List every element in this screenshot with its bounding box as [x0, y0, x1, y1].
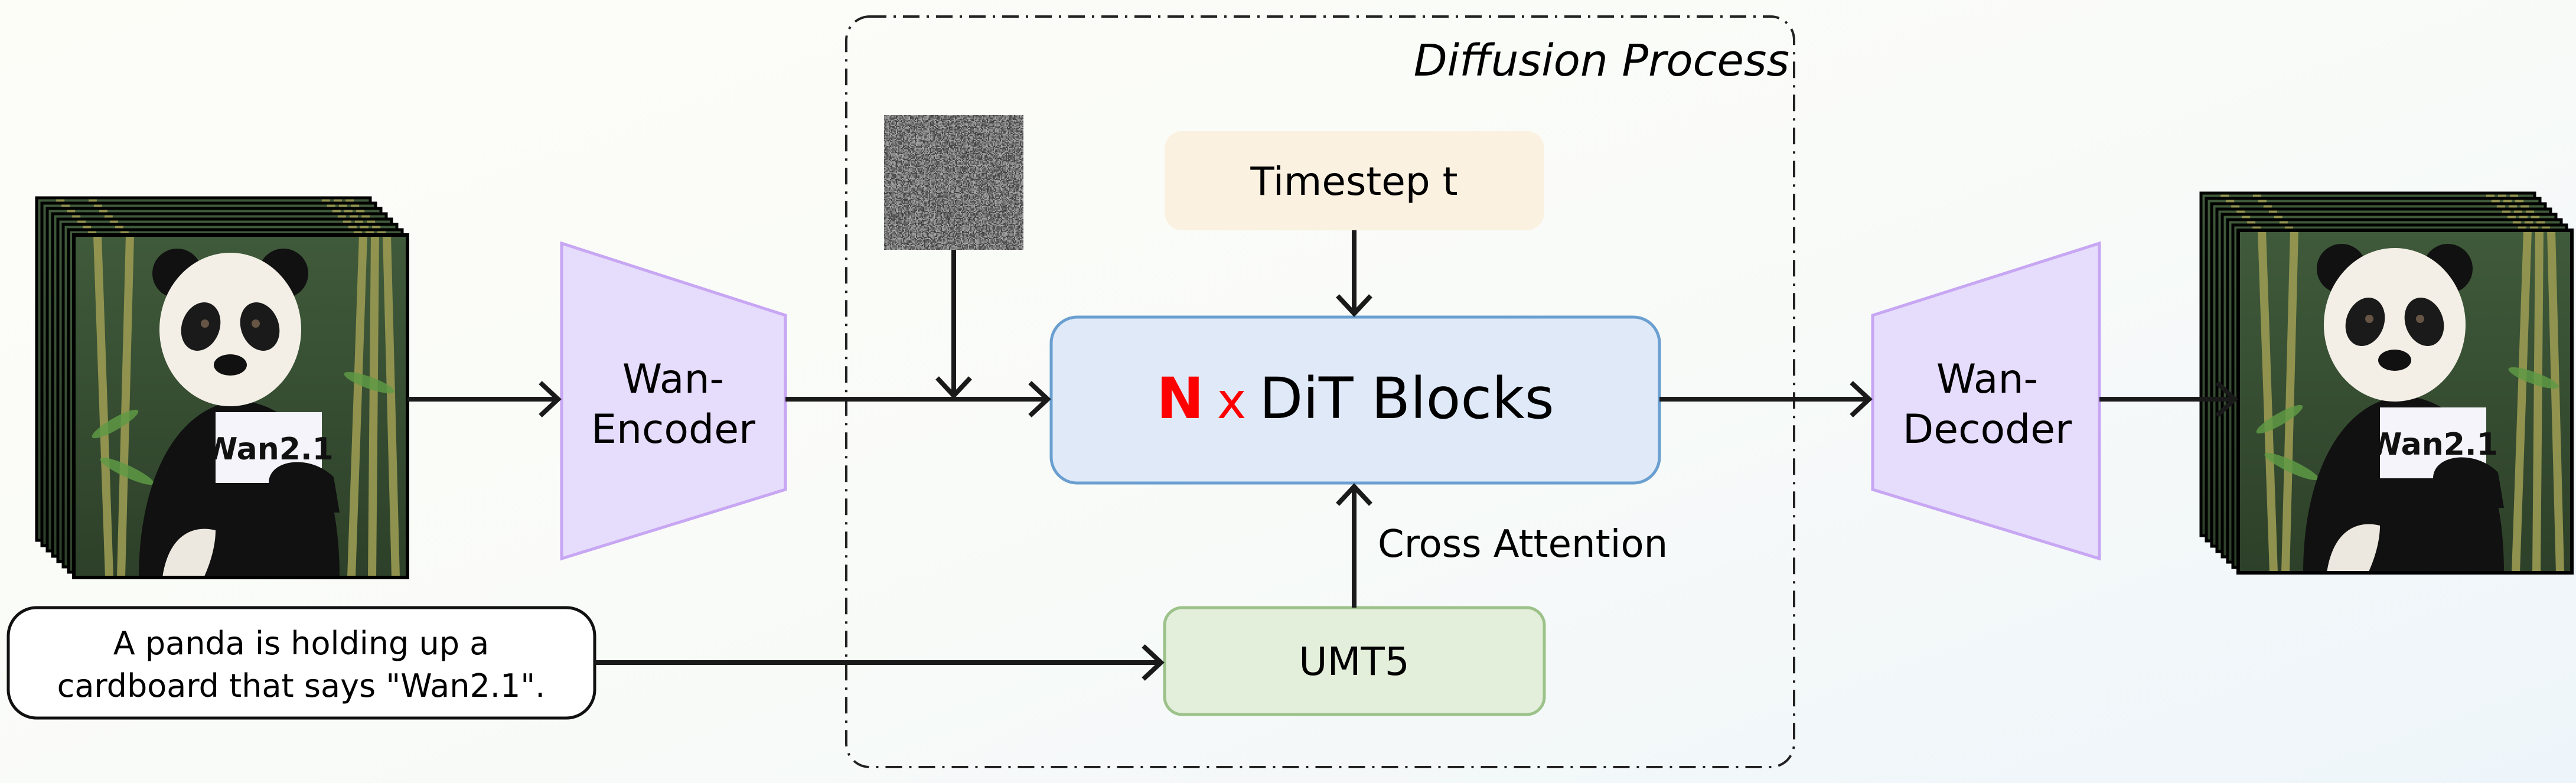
arrow-dit-to-decoder: [1659, 383, 1869, 416]
arrow-timestep-to-dit: [1338, 230, 1371, 314]
output-video-frames: Wan2.1: [2201, 193, 2572, 573]
input-video-frames: Wan2.1: [37, 198, 407, 578]
decoder-label-line1: Wan-: [1936, 356, 2038, 403]
noise-latent-image: [884, 115, 1023, 250]
output-sign-text: Wan2.1: [2368, 427, 2498, 462]
dit-label: DiT Blocks: [1259, 366, 1554, 432]
encoder-label-line1: Wan-: [622, 356, 724, 403]
output-frame-front: Wan2.1: [2238, 230, 2572, 573]
arrow-prompt-to-umt5: [595, 646, 1161, 679]
decoder-label-line2: Decoder: [1903, 406, 2072, 453]
arrow-noise-to-dit: [937, 250, 970, 396]
diffusion-process-label: Diffusion Process: [1414, 35, 1789, 86]
timestep-label: Timestep t: [1250, 159, 1457, 204]
dit-n-count: N: [1156, 366, 1204, 432]
arrow-umt5-to-dit: [1338, 487, 1371, 608]
arrow-input-to-encoder: [407, 383, 558, 416]
umt5-label: UMT5: [1299, 639, 1410, 684]
dit-times: x: [1217, 372, 1247, 430]
cross-attention-label: Cross Attention: [1378, 523, 1668, 566]
prompt-line1: A panda is holding up a: [113, 625, 490, 662]
encoder-label-line2: Encoder: [591, 406, 755, 453]
input-frame-front: Wan2.1: [74, 235, 407, 578]
input-sign-text: Wan2.1: [204, 432, 334, 467]
prompt-line2: cardboard that says "Wan2.1".: [57, 667, 546, 704]
arrow-encoder-to-dit: [785, 383, 1048, 416]
